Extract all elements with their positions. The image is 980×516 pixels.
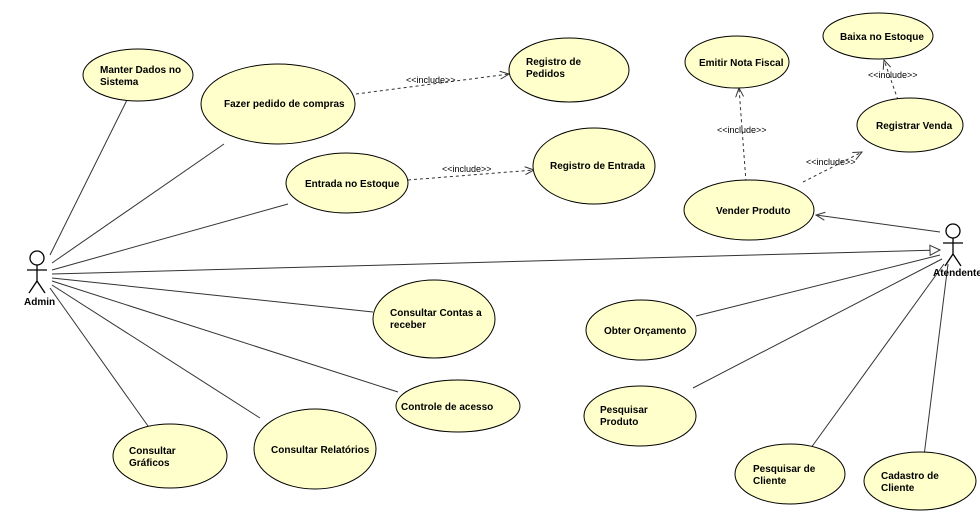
use-case-label: Manter Dados no [100, 65, 181, 76]
include-registrar-venda-baixa-estoque [884, 60, 899, 101]
use-case-label: Produto [600, 417, 638, 428]
include-label-2: <<include>> [442, 164, 492, 174]
assoc-admin-entrada-estoque [51, 203, 289, 271]
use-case-consultar-contas[interactable]: Consultar Contas a receber [372, 279, 496, 359]
actor-admin[interactable]: Admin [24, 250, 55, 308]
use-case-label: Sistema [100, 77, 139, 88]
include-label-1: <<include>> [406, 75, 456, 85]
use-case-label: Consultar [129, 446, 176, 457]
use-case-controle-acesso[interactable]: Controle de acesso [395, 379, 521, 433]
assoc-atendente-obter-orcamento [695, 254, 941, 317]
use-case-pesquisar-cliente[interactable]: Pesquisar de Cliente [734, 443, 846, 505]
actor-atendente[interactable]: Atendente [933, 223, 980, 279]
use-case-baixa-estoque[interactable]: Baixa no Estoque [822, 12, 934, 60]
use-case-label: Entrada no Estoque [305, 179, 400, 190]
use-case-registrar-venda[interactable]: Registrar Venda [856, 97, 964, 153]
use-case-obter-orcamento[interactable]: Obter Orçamento [585, 299, 697, 361]
use-case-label: Consultar Relatórios [271, 445, 370, 456]
assoc-admin-consultar-relatorios [51, 284, 261, 419]
use-case-label: Emitir Nota Fiscal [699, 58, 784, 69]
actor-admin-label: Admin [24, 297, 55, 308]
use-case-label: Registro de [526, 57, 581, 68]
stick-figure-icon [27, 250, 47, 294]
use-case-label: Vender Produto [716, 206, 790, 217]
include-label-4: <<include>> [806, 157, 856, 167]
use-case-label: Cadastro de [881, 471, 939, 482]
assoc-admin-consultar-graficos [49, 287, 149, 427]
use-case-consultar-graficos[interactable]: Consultar Gráficos [112, 423, 228, 489]
use-case-label: Consultar Contas a [390, 308, 482, 319]
use-case-cadastro-cliente[interactable]: Cadastro de Cliente [863, 451, 977, 511]
stick-figure-icon [943, 223, 963, 267]
use-case-label: Baixa no Estoque [840, 32, 924, 43]
use-case-label: Registrar Venda [876, 121, 953, 132]
assoc-atendente-cadastro-cliente [923, 263, 949, 457]
use-case-entrada-estoque[interactable]: Entrada no Estoque [285, 152, 409, 214]
use-case-vender-produto[interactable]: Vender Produto [683, 179, 815, 241]
assoc-atendente-pesquisar-cliente [807, 263, 945, 453]
use-case-label: Controle de acesso [401, 402, 493, 413]
use-case-emitir-nota[interactable]: Emitir Nota Fiscal [684, 35, 790, 89]
use-case-label: Fazer pedido de compras [224, 99, 345, 110]
use-case-registro-pedidos[interactable]: Registro de Pedidos [508, 37, 630, 103]
use-case-label: Pedidos [526, 69, 565, 80]
use-case-label: receber [390, 320, 426, 331]
use-case-label: Obter Orçamento [604, 326, 686, 337]
assoc-admin-atendente [51, 250, 940, 275]
use-case-label: Pesquisar [600, 405, 648, 416]
include-label-5: <<include>> [868, 70, 918, 80]
use-case-label: Pesquisar de [753, 464, 816, 475]
use-case-pesquisar-produto[interactable]: Pesquisar Produto [583, 385, 697, 447]
include-vender-registrar-venda [802, 152, 862, 183]
include-fazer-pedido-registro-pedidos [355, 74, 509, 95]
use-case-registro-entrada[interactable]: Registro de Entrada [532, 127, 656, 205]
assoc-admin-controle-acesso [51, 280, 399, 393]
use-case-fazer-pedido[interactable]: Fazer pedido de compras [200, 63, 356, 145]
assoc-atendente-vender-produto [816, 215, 941, 233]
use-case-label: Cliente [881, 483, 915, 494]
include-vender-emitir-nota [739, 88, 747, 183]
use-case-label: Registro de Entrada [550, 161, 645, 172]
actor-atendente-label: Atendente [933, 268, 980, 279]
use-case-label: Gráficos [129, 458, 170, 469]
use-case-manter-dados[interactable]: Manter Dados no Sistema [82, 48, 194, 102]
assoc-admin-fazer-pedido [51, 143, 225, 264]
assoc-atendente-pesquisar-produto [692, 258, 943, 389]
include-label-3: <<include>> [717, 125, 767, 135]
assoc-admin-manter-dados [49, 97, 129, 256]
assoc-admin-consultar-contas [51, 277, 374, 313]
use-case-consultar-relatorios[interactable]: Consultar Relatórios [253, 408, 377, 490]
use-case-label: Cliente [753, 476, 787, 487]
